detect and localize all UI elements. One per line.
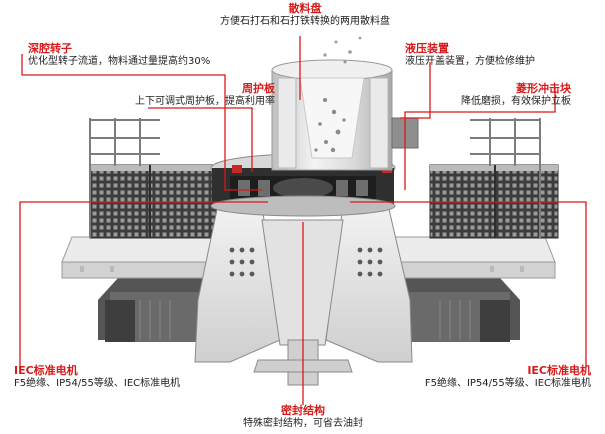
callout-tray: 散料盘 方便石打石和石打铁转换的两用散料盘 xyxy=(195,2,415,28)
callout-tray-title: 散料盘 xyxy=(288,2,322,15)
callout-motor-right: IEC标准电机 F5绝缘、IP54/55等级、IEC标准电机 xyxy=(425,364,591,390)
callout-motor-right-title: IEC标准电机 xyxy=(527,364,591,377)
callout-rotor: 深腔转子 优化型转子流道，物料通过量提高约30% xyxy=(28,42,210,68)
callout-guard-title: 周护板 xyxy=(242,82,275,95)
callout-seal: 密封结构 特殊密封结构，可省去油封 xyxy=(203,404,403,430)
callout-rotor-title: 深腔转子 xyxy=(28,42,72,55)
left-railing xyxy=(89,118,160,238)
callout-tray-desc: 方便石打石和石打铁转换的两用散料盘 xyxy=(220,16,390,27)
callout-motor-left-desc: F5绝缘、IP54/55等级、IEC标准电机 xyxy=(14,378,181,389)
callout-rhombus-desc: 降低磨损，有效保护立板 xyxy=(461,96,571,107)
callout-guard-desc: 上下可调式周护板，提高利用率 xyxy=(135,96,275,107)
callout-motor-left-title: IEC标准电机 xyxy=(14,364,78,377)
callout-hydraulic: 液压装置 液压开盖装置，方便检修维护 xyxy=(405,42,535,68)
callout-guard: 周护板 上下可调式周护板，提高利用率 xyxy=(135,82,275,108)
callout-leader-lines xyxy=(19,36,587,405)
callout-rhombus-title: 菱形冲击块 xyxy=(516,82,571,95)
callout-hydraulic-desc: 液压开盖装置，方便检修维护 xyxy=(405,56,535,67)
callout-rotor-desc: 优化型转子流道，物料通过量提高约30% xyxy=(28,56,211,67)
callout-rhombus: 菱形冲击块 降低磨损，有效保护立板 xyxy=(461,82,571,108)
callout-seal-title: 密封结构 xyxy=(281,404,325,417)
callout-hydraulic-title: 液压装置 xyxy=(405,42,449,55)
callout-seal-desc: 特殊密封结构，可省去油封 xyxy=(243,418,363,429)
right-railing xyxy=(470,118,541,238)
distribution-tray xyxy=(271,36,419,171)
callout-motor-left: IEC标准电机 F5绝缘、IP54/55等级、IEC标准电机 xyxy=(14,364,180,390)
callout-motor-right-desc: F5绝缘、IP54/55等级、IEC标准电机 xyxy=(424,378,591,389)
